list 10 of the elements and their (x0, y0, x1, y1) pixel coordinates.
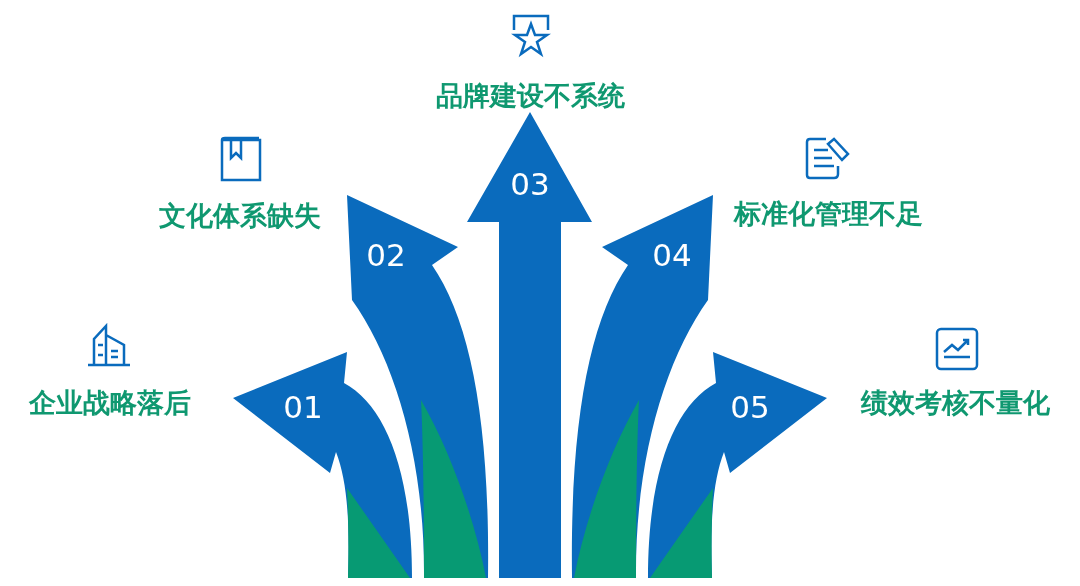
problem-label: 品牌建设不系统 (435, 81, 625, 109)
step-number: 02 (366, 239, 406, 271)
step-number: 03 (510, 168, 550, 200)
step-number: 01 (283, 391, 323, 423)
problem-label: 文化体系缺失 (159, 201, 321, 229)
step-number: 05 (730, 391, 770, 423)
step-number: 04 (652, 239, 692, 271)
problem-label: 标准化管理不足 (733, 199, 923, 227)
problem-label: 绩效考核不量化 (860, 388, 1050, 416)
problem-label: 企业战略落后 (29, 388, 191, 416)
